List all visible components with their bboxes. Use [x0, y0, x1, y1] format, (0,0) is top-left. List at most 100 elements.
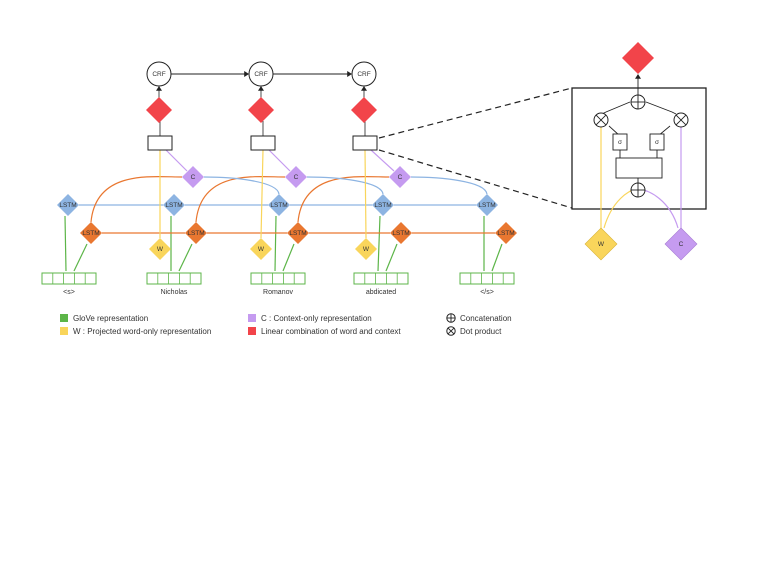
- inset-top-concat-icon: [630, 94, 646, 110]
- inset-sigma-right-label: σ: [655, 139, 659, 146]
- context-line-2: [370, 149, 395, 172]
- inset-left-dot-product-icon: [593, 112, 609, 128]
- inset-output-arrow: [635, 74, 641, 79]
- word-line-1: [260, 149, 264, 239]
- inset-context-label: C: [679, 241, 684, 248]
- inset-sigma-left-box: [612, 133, 628, 151]
- diagram-nodes: [41, 61, 517, 285]
- crf-label-1: CRF: [254, 71, 267, 78]
- legend-swatch-combination: [248, 327, 256, 335]
- inset-context-node: [664, 227, 698, 261]
- crf-arrowhead-2: [361, 86, 367, 91]
- linear-combination-node-1: [248, 97, 274, 123]
- context-node-label-1: C: [294, 174, 299, 181]
- lstm-forward-node-4: [476, 194, 498, 216]
- inset-right-dot-product-icon-b: [675, 114, 687, 126]
- crf-node-2: [351, 61, 377, 87]
- lstm-backward-label-3: LSTM: [392, 230, 409, 237]
- crf-label-0: CRF: [152, 71, 165, 78]
- word-node-0: [149, 238, 171, 260]
- context-line-1: [268, 149, 291, 172]
- legend-label-glove: GloVe representation: [73, 314, 148, 323]
- word-label-3: abdicated: [366, 289, 396, 296]
- zoom-line-top: [378, 87, 573, 139]
- crf-chain-arrow-1: [347, 71, 352, 77]
- linear-combination-node-0: [146, 97, 172, 123]
- lstm-forward-label-4: LSTM: [478, 202, 495, 209]
- orange-arc-0: [90, 175, 183, 223]
- legend-label-concat: Concatenation: [460, 314, 512, 323]
- glove-vector-0: [41, 272, 97, 285]
- combination-box-1: [250, 135, 276, 151]
- orange-arc-1: [195, 175, 286, 223]
- crf-arrowhead-1: [258, 86, 264, 91]
- legend-item-combination: Linear combination of word and context: [248, 327, 401, 336]
- word-line-2: [364, 149, 367, 239]
- linear-combination-node-2: [351, 97, 377, 123]
- lstm-forward-node-1: [163, 194, 185, 216]
- inset-bottom-concat-icon: [630, 182, 646, 198]
- context-node-0: [182, 166, 204, 188]
- lstm-forward-node-0: [57, 194, 79, 216]
- zoom-line-bottom: [378, 149, 573, 209]
- blue-arc-1: [306, 176, 384, 195]
- word-label-4: </s>: [480, 289, 494, 296]
- lstm-forward-node-3: [372, 194, 394, 216]
- legend-item-word: W : Projected word-only representation: [60, 327, 211, 336]
- lstm-forward-label-1: LSTM: [165, 202, 182, 209]
- inset-sigma-left-label: σ: [618, 139, 622, 146]
- crf-node-0: [146, 61, 172, 87]
- word-label-2: Romanov: [263, 289, 293, 296]
- inset-word-node: [584, 227, 618, 261]
- glove-line-lstm-3: [377, 215, 381, 272]
- word-label-0: <s>: [63, 289, 75, 296]
- orange-arc-2: [297, 175, 390, 223]
- lstm-backward-node-3: [390, 222, 412, 244]
- lstm-forward-label-0: LSTM: [59, 202, 76, 209]
- legend-swatch-word: [60, 327, 68, 335]
- connection-lines: [64, 71, 503, 272]
- glove-line-dark-3: [385, 243, 398, 272]
- word-node-label-2: W: [363, 246, 370, 253]
- context-node-label-2: C: [398, 174, 403, 181]
- inset-word-label: W: [598, 241, 605, 248]
- lstm-backward-label-0: LSTM: [82, 230, 99, 237]
- glove-vector-2: [250, 272, 306, 285]
- legend-dot-product-icon-b: [447, 327, 455, 335]
- crf-arrowhead-0: [156, 86, 162, 91]
- lstm-forward-node-2: [268, 194, 290, 216]
- inset-output-node: [622, 42, 654, 74]
- gating-detail-inset: σ σW C: [378, 42, 707, 261]
- lstm-forward-label-3: LSTM: [374, 202, 391, 209]
- inset-left-dot-product-icon-b: [595, 114, 607, 126]
- blue-arc-2: [410, 176, 488, 195]
- glove-vector-3: [353, 272, 409, 285]
- glove-line-dark-4: [491, 243, 503, 272]
- legend-label-context: C : Context-only representation: [261, 314, 372, 323]
- crf-node-1: [248, 61, 274, 87]
- inset-right-dot-product-icon: [673, 112, 689, 128]
- lstm-forward-label-2: LSTM: [270, 202, 287, 209]
- crf-chain-arrow-0: [244, 71, 249, 77]
- legend: GloVe representation C : Context-only rep…: [60, 313, 512, 336]
- context-node-1: [285, 166, 307, 188]
- glove-vector-1: [146, 272, 202, 285]
- lstm-backward-label-2: LSTM: [289, 230, 306, 237]
- lstm-backward-node-2: [287, 222, 309, 244]
- word-node-label-1: W: [258, 246, 265, 253]
- context-node-label-0: C: [191, 174, 196, 181]
- glove-line-lstm-0: [64, 215, 67, 272]
- glove-line-lstm-2: [274, 215, 277, 272]
- inset-right-to-plus: [645, 101, 677, 115]
- legend-dot-product-icon: [446, 326, 456, 336]
- context-line-0: [165, 149, 188, 172]
- lstm-backward-node-1: [185, 222, 207, 244]
- legend-item-context: C : Context-only representation: [248, 314, 372, 323]
- lstm-backward-node-4: [495, 222, 517, 244]
- glove-vector-4: [459, 272, 515, 285]
- legend-item-dot: Dot product: [446, 326, 502, 336]
- lstm-backward-node-0: [80, 222, 102, 244]
- word-node-label-0: W: [157, 246, 164, 253]
- combination-box-2: [352, 135, 378, 151]
- glove-line-dark-0: [73, 243, 88, 272]
